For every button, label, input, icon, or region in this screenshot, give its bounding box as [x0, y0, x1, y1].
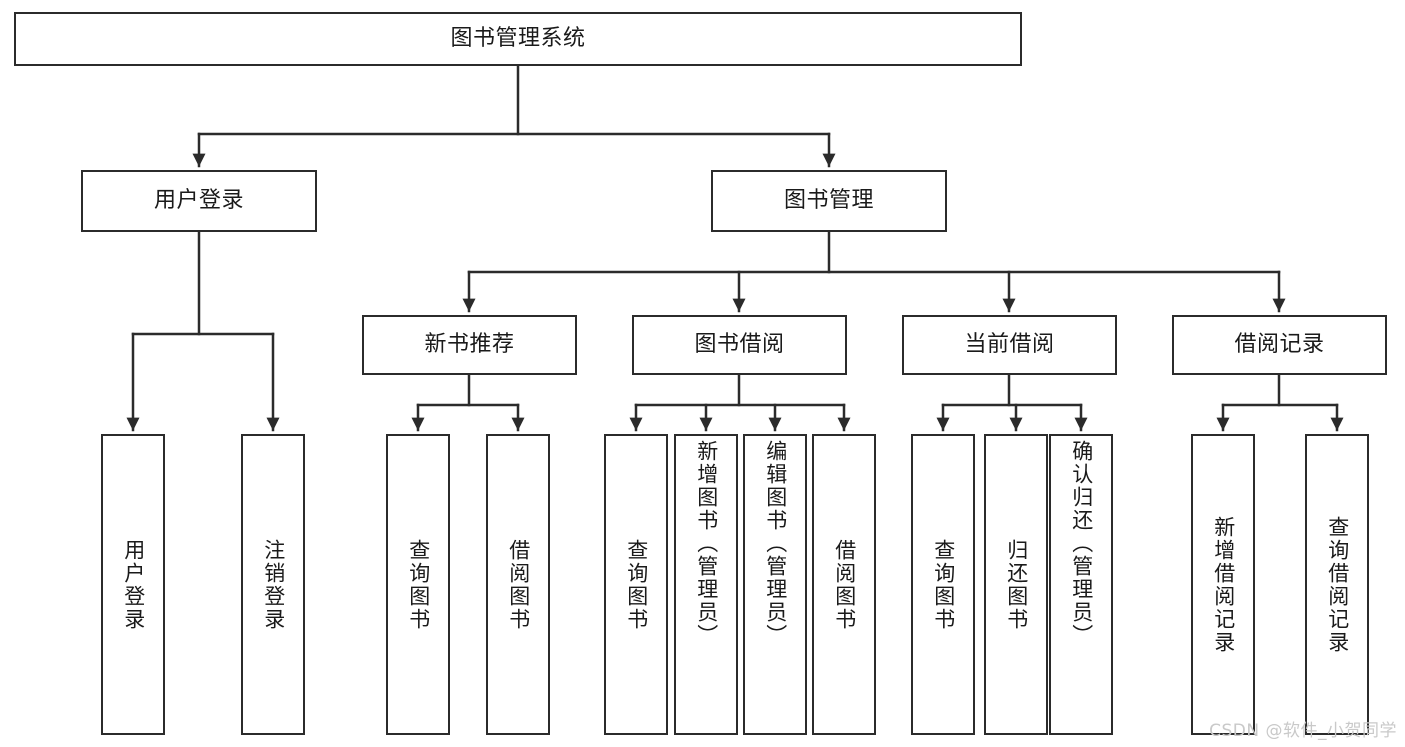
- node-leaf-user-logout[interactable]: 注销登录: [241, 434, 305, 735]
- node-leaf-cur-query-label: 查询图书: [931, 538, 956, 631]
- node-borrow-record[interactable]: 借阅记录: [1172, 315, 1387, 375]
- node-root[interactable]: 图书管理系统: [14, 12, 1022, 66]
- node-leaf-borrow-query-label: 查询图书: [624, 538, 649, 631]
- node-user-login[interactable]: 用户登录: [81, 170, 317, 232]
- node-leaf-user-login[interactable]: 用户登录: [101, 434, 165, 735]
- node-book-manage[interactable]: 图书管理: [711, 170, 947, 232]
- node-leaf-cur-confirm[interactable]: 确认归还（管理员）: [1049, 434, 1113, 735]
- node-new-book-rec-label: 新书推荐: [424, 331, 515, 357]
- node-leaf-borrow-add-label: 新增图书（管理员）: [694, 440, 719, 647]
- node-leaf-rec-query[interactable]: 查询图书: [386, 434, 450, 735]
- node-leaf-user-login-label: 用户登录: [121, 538, 146, 631]
- node-leaf-borrow-lend[interactable]: 借阅图书: [812, 434, 876, 735]
- node-leaf-borrow-query[interactable]: 查询图书: [604, 434, 668, 735]
- node-current-borrow[interactable]: 当前借阅: [902, 315, 1117, 375]
- node-leaf-cur-return[interactable]: 归还图书: [984, 434, 1048, 735]
- node-leaf-borrow-edit-label: 编辑图书（管理员）: [763, 440, 788, 647]
- node-leaf-cur-query[interactable]: 查询图书: [911, 434, 975, 735]
- node-root-label: 图书管理系统: [450, 25, 586, 51]
- node-new-book-rec[interactable]: 新书推荐: [362, 315, 577, 375]
- node-leaf-rec-search[interactable]: 查询借阅记录: [1305, 434, 1369, 735]
- node-book-borrow[interactable]: 图书借阅: [632, 315, 847, 375]
- node-borrow-record-label: 借阅记录: [1234, 331, 1325, 357]
- node-leaf-rec-query-label: 查询图书: [406, 538, 431, 631]
- node-leaf-borrow-lend-label: 借阅图书: [832, 538, 857, 631]
- node-leaf-rec-borrow-label: 借阅图书: [506, 538, 531, 631]
- node-leaf-cur-return-label: 归还图书: [1004, 538, 1029, 631]
- node-leaf-user-logout-label: 注销登录: [261, 538, 286, 631]
- node-leaf-rec-add-label: 新增借阅记录: [1211, 515, 1236, 654]
- node-leaf-rec-borrow[interactable]: 借阅图书: [486, 434, 550, 735]
- node-leaf-cur-confirm-label: 确认归还（管理员）: [1069, 440, 1094, 647]
- node-leaf-rec-add[interactable]: 新增借阅记录: [1191, 434, 1255, 735]
- node-leaf-borrow-add[interactable]: 新增图书（管理员）: [674, 434, 738, 735]
- node-book-borrow-label: 图书借阅: [694, 331, 785, 357]
- node-user-login-label: 用户登录: [153, 187, 244, 213]
- node-book-manage-label: 图书管理: [783, 187, 874, 213]
- node-current-borrow-label: 当前借阅: [964, 331, 1055, 357]
- node-leaf-rec-search-label: 查询借阅记录: [1325, 515, 1350, 654]
- node-leaf-borrow-edit[interactable]: 编辑图书（管理员）: [743, 434, 807, 735]
